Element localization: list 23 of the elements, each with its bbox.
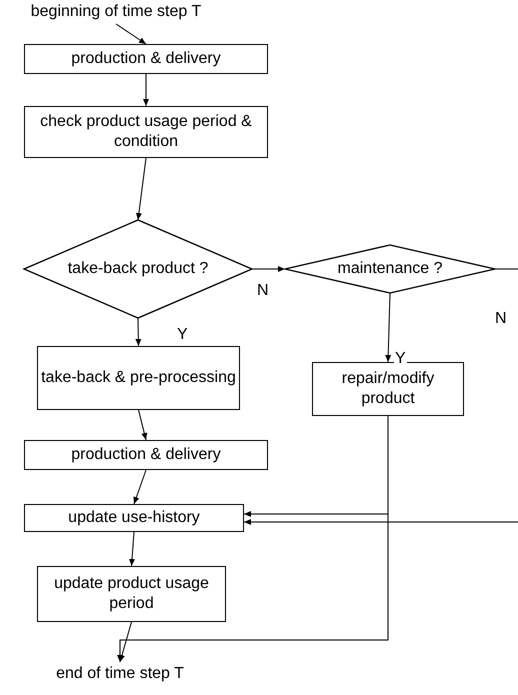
process-box: take-back & pre-processing [37, 346, 240, 410]
process-box: check product usage period & condition [24, 106, 268, 158]
start-label: beginning of time step T [4, 0, 228, 24]
arrow [252, 266, 286, 272]
arrow [116, 24, 146, 44]
arrow [129, 532, 135, 566]
arrow [136, 158, 146, 220]
process-box: repair/modify product [312, 362, 464, 416]
decision-diamond: take-back product ? [24, 220, 252, 318]
process-box: production & delivery [24, 440, 268, 470]
arrow [134, 470, 146, 504]
process-box: update use-history [24, 504, 244, 532]
arrow [143, 74, 149, 106]
arrow [244, 519, 518, 525]
process-box: update product usage period [37, 566, 226, 622]
end-label: end of time step T [20, 662, 220, 686]
decision-diamond: maintenance ? [285, 245, 495, 293]
process-box: production & delivery [24, 44, 268, 74]
arrow [135, 318, 142, 346]
arrow [138, 410, 148, 440]
arrow [119, 622, 132, 662]
arrow [385, 292, 392, 362]
connector-line [494, 268, 518, 270]
